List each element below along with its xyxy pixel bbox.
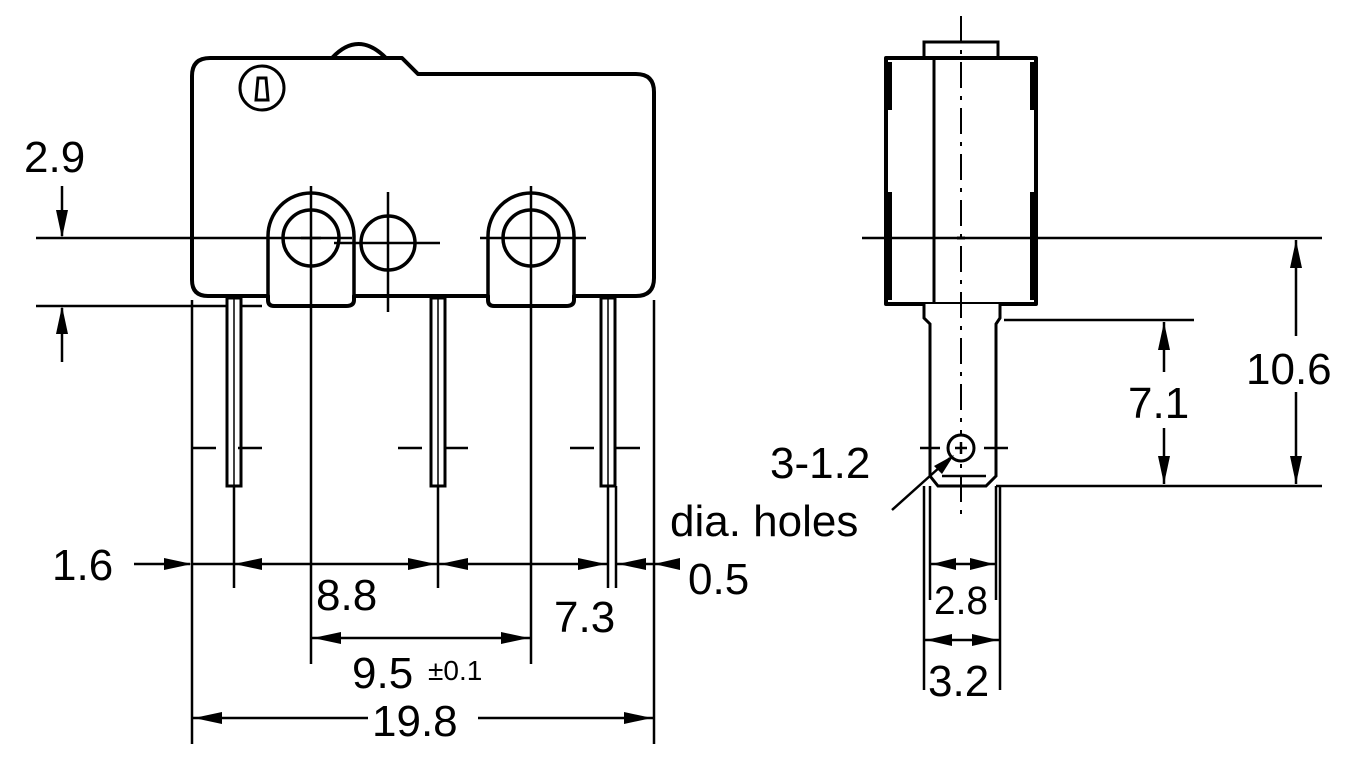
- dimension-2-8: 2.8: [930, 558, 996, 623]
- dimension-3-2: 3.2: [924, 634, 1000, 706]
- dimension-10-6: 10.6: [1246, 240, 1332, 484]
- dim-label-1-6: 1.6: [52, 541, 113, 590]
- dimension-7-1: 7.1: [1128, 322, 1189, 484]
- dim-label-9-5-tolerance: ±0.1: [428, 655, 482, 686]
- dim-label-8-8: 8.8: [316, 571, 377, 620]
- manufacturer-logo-icon: [238, 64, 286, 112]
- dim-label-2-9: 2.9: [24, 133, 85, 182]
- dimension-2-9: 2.9: [24, 133, 85, 362]
- dim-label-10-6: 10.6: [1246, 345, 1332, 394]
- terminals: [225, 296, 617, 488]
- actuator-button: [330, 42, 388, 60]
- switch-body-outline: [190, 56, 656, 308]
- dimension-9-5: 9.5 ±0.1: [311, 632, 531, 698]
- hole-callout-count-size: 3-1.2: [770, 439, 870, 488]
- dim-label-3-2: 3.2: [928, 657, 989, 706]
- dimension-row-pin-spacing: 1.6 8.8 7.3 0.5: [52, 541, 749, 642]
- dim-label-2-8: 2.8: [934, 579, 988, 623]
- dim-label-19-8: 19.8: [372, 697, 458, 746]
- dimension-19-8: 19.8: [192, 697, 654, 746]
- dim-label-0-5: 0.5: [688, 555, 749, 604]
- dim-label-7-3: 7.3: [554, 593, 615, 642]
- dim-label-7-1: 7.1: [1128, 379, 1189, 428]
- front-view: 2.9 1.6 8.8 7.3 0.5 9.5 ±0.: [24, 42, 749, 746]
- hole-callout-description: dia. holes: [670, 497, 858, 546]
- dim-label-9-5: 9.5: [352, 649, 413, 698]
- side-view: 10.6 7.1 3-1.2 dia. holes 2.8 3.2: [670, 16, 1332, 706]
- extension-lines: [190, 268, 656, 744]
